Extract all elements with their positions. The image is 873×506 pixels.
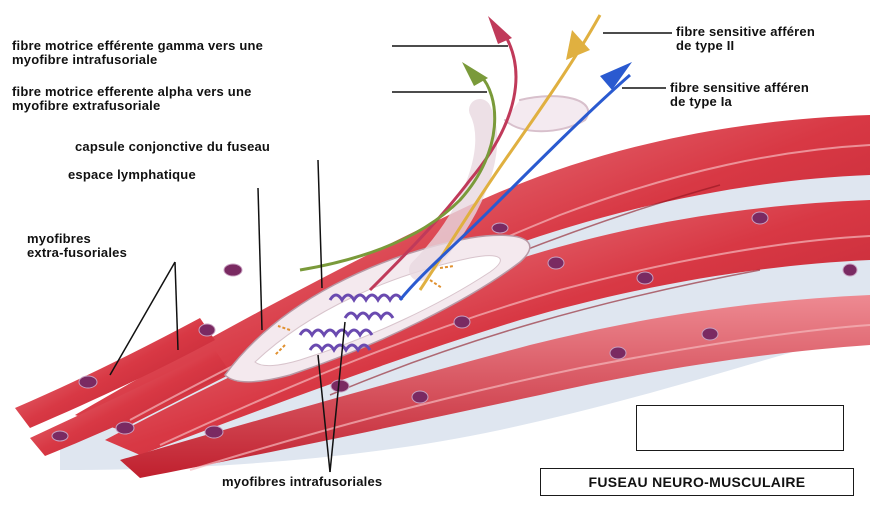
- label-type-ia-fibre: fibre sensitive afféren de type Ia: [670, 81, 809, 109]
- label-type1a-line2: de type Ia: [670, 95, 809, 109]
- label-type2-line2: de type II: [676, 39, 815, 53]
- empty-box: [636, 405, 844, 451]
- label-gamma-motor-fibre: fibre motrice efférente gamma vers une m…: [12, 39, 263, 67]
- label-capsule: capsule conjonctive du fuseau: [75, 140, 270, 154]
- label-alpha-line1: fibre motrice efferente alpha vers une: [12, 85, 252, 99]
- label-type1a-line1: fibre sensitive afféren: [670, 81, 809, 95]
- label-lymph-text: espace lymphatique: [68, 168, 196, 182]
- diagram-title: FUSEAU NEURO-MUSCULAIRE: [589, 474, 806, 490]
- label-gamma-line1: fibre motrice efférente gamma vers une: [12, 39, 263, 53]
- label-capsule-text: capsule conjonctive du fuseau: [75, 140, 270, 154]
- label-gamma-line2: myofibre intrafusoriale: [12, 53, 263, 67]
- label-type-ii-fibre: fibre sensitive afféren de type II: [676, 25, 815, 53]
- label-intrafusal: myofibres intrafusoriales: [222, 475, 382, 489]
- label-intrafusal-text: myofibres intrafusoriales: [222, 475, 382, 489]
- label-alpha-motor-fibre: fibre motrice efferente alpha vers une m…: [12, 85, 252, 113]
- label-lymph-space: espace lymphatique: [68, 168, 196, 182]
- label-type2-line1: fibre sensitive afféren: [676, 25, 815, 39]
- label-alpha-line2: myofibre extrafusoriale: [12, 99, 252, 113]
- label-extra-line1: myofibres: [27, 232, 127, 246]
- title-box: FUSEAU NEURO-MUSCULAIRE: [540, 468, 854, 496]
- label-extra-line2: extra-fusoriales: [27, 246, 127, 260]
- label-extrafusal: myofibres extra-fusoriales: [27, 232, 127, 260]
